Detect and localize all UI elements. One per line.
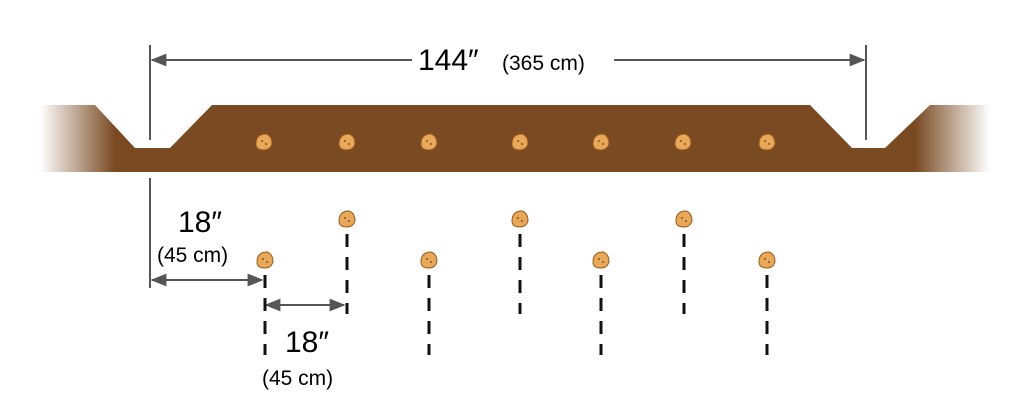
staggered-seed-group [256,210,776,355]
bed-seed [674,133,692,151]
edge-spacing-inches: 18″ [178,206,222,239]
staggered-seed [511,210,529,228]
edge-spacing-cm: (45 cm) [157,244,228,267]
staggered-seed [758,251,776,269]
staggered-seed [592,251,610,269]
seed-spacing-inches: 18″ [285,326,329,359]
bed-seed-row [255,133,776,151]
seed-spacing-cm: (45 cm) [262,367,333,390]
bed-seed [758,133,776,151]
bed-seed [255,133,273,151]
staggered-seed [338,210,356,228]
staggered-seed [420,251,438,269]
soil-fade-right [915,100,990,178]
bed-seed [511,133,529,151]
bed-seed [420,133,438,151]
staggered-seed [675,210,693,228]
staggered-seed [256,251,274,269]
total-width-cm: (365 cm) [502,52,585,75]
total-width-inches: 144″ [418,44,479,77]
bed-seed [338,133,356,151]
bed-seed [592,133,610,151]
soil-fade-left [40,100,115,178]
